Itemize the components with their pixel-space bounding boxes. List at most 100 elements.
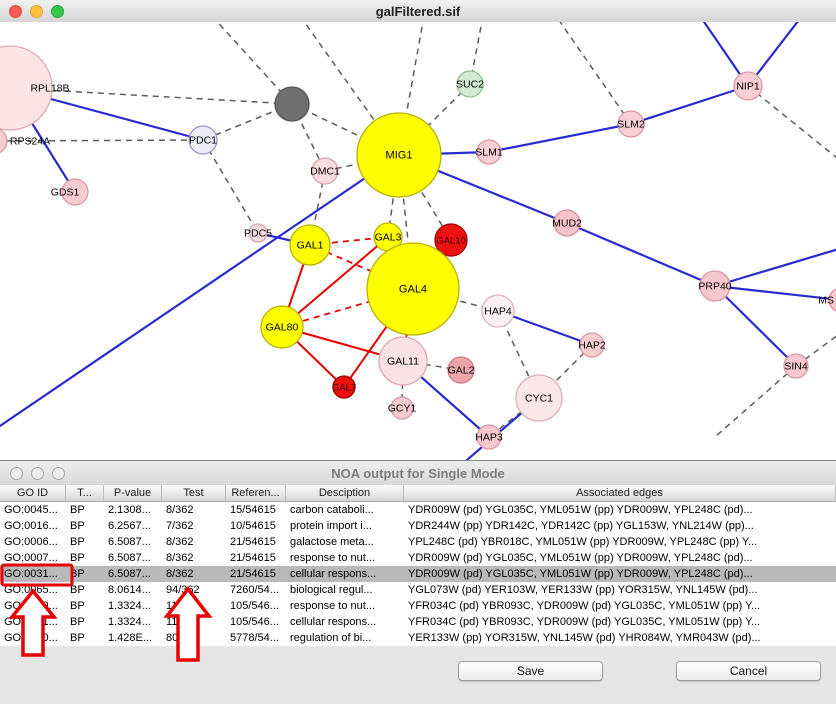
node-label-hap2: HAP2 <box>578 340 606 352</box>
network-edge[interactable] <box>488 122 632 154</box>
node-hap4[interactable] <box>481 294 515 328</box>
network-edge[interactable] <box>556 22 632 125</box>
node-rpl18b[interactable] <box>0 45 53 131</box>
network-edge[interactable] <box>202 139 259 234</box>
column-header-4[interactable]: Referen... <box>226 485 286 501</box>
node-label-nip1: NIP1 <box>736 81 760 93</box>
node-gal7[interactable] <box>332 375 356 399</box>
node-suc2[interactable] <box>456 70 484 98</box>
node-label-gal4: GAL4 <box>399 284 427 296</box>
network-edge[interactable] <box>714 284 836 301</box>
node-prp40[interactable] <box>699 270 731 302</box>
network-edge[interactable] <box>291 103 400 156</box>
node-gcy1[interactable] <box>390 396 414 420</box>
zoom-button[interactable] <box>51 5 64 18</box>
node-gds1[interactable] <box>61 178 89 206</box>
node-gal4[interactable] <box>366 242 460 336</box>
cell-test: 11/362 <box>166 600 199 612</box>
network-edge[interactable] <box>714 248 836 288</box>
node-label-gal10: GAL10 <box>436 236 466 247</box>
cell-p_value: 1.428E... <box>108 632 153 644</box>
column-header-0[interactable]: GO ID <box>0 485 66 501</box>
network-edge[interactable] <box>0 139 204 142</box>
node-cyc1[interactable] <box>515 374 563 422</box>
cell-description: carbon cataboli... <box>290 504 374 516</box>
network-edge[interactable] <box>715 365 797 437</box>
noa-window-titlebar[interactable]: NOA output for Single Mode <box>0 461 836 486</box>
cell-type: BP <box>70 632 85 644</box>
node-label-dmc1: DMC1 <box>310 166 340 178</box>
network-edge[interactable] <box>714 285 797 367</box>
node-pdc5[interactable] <box>248 223 268 243</box>
save-button[interactable]: Save <box>458 661 603 681</box>
network-edge[interactable] <box>0 154 400 430</box>
node-hap3[interactable] <box>476 424 502 450</box>
network-edge[interactable] <box>795 332 836 367</box>
column-header-6[interactable]: Associated edges <box>404 485 836 501</box>
column-header-3[interactable]: Test <box>162 485 226 501</box>
network-edge[interactable] <box>9 87 293 105</box>
node-nip1[interactable] <box>733 71 763 101</box>
node-slm2[interactable] <box>617 110 645 138</box>
node-dark[interactable] <box>274 86 310 122</box>
network-window-titlebar[interactable]: galFiltered.sif <box>0 0 836 23</box>
node-gal10[interactable] <box>434 223 468 257</box>
network-edge[interactable] <box>497 309 593 347</box>
network-edge[interactable] <box>398 22 424 156</box>
node-mud2[interactable] <box>553 209 581 237</box>
node-pdc1[interactable] <box>188 125 218 155</box>
column-header-1[interactable]: T... <box>66 485 104 501</box>
node-dmc1[interactable] <box>311 157 339 185</box>
cell-description: regulation of bi... <box>290 632 372 644</box>
node-ms[interactable] <box>828 288 836 312</box>
node-slm1[interactable] <box>476 139 502 165</box>
network-edge[interactable] <box>747 85 836 162</box>
node-gal80[interactable] <box>260 305 304 349</box>
cell-test: 8/362 <box>166 536 194 548</box>
cell-type: BP <box>70 600 85 612</box>
network-edge[interactable] <box>398 83 471 156</box>
cell-p_value: 2.1308... <box>108 504 151 516</box>
cell-edges: YDR244W (pp) YDR142C, YDR142C (pp) YGL15… <box>408 520 754 532</box>
network-edge[interactable] <box>212 22 293 105</box>
cell-type: BP <box>70 520 85 532</box>
node-mig1[interactable] <box>356 112 442 198</box>
node-label-gal1: GAL1 <box>297 240 324 252</box>
close-button[interactable] <box>10 467 23 480</box>
node-hap2[interactable] <box>579 332 605 358</box>
close-button[interactable] <box>9 5 22 18</box>
network-edge[interactable] <box>747 22 802 87</box>
network-edge[interactable] <box>566 221 716 288</box>
network-svg[interactable]: RPL18BRPS24AGDS1PDC1MIG1SUC2SLM1SLM2NIP1… <box>0 22 836 460</box>
minimize-button[interactable] <box>30 5 43 18</box>
node-label-hap3: HAP3 <box>475 432 503 444</box>
minimize-button[interactable] <box>31 467 44 480</box>
column-header-5[interactable]: Desciption <box>286 485 404 501</box>
node-sin4[interactable] <box>783 353 809 379</box>
column-header-2[interactable]: P-value <box>104 485 162 501</box>
network-edge[interactable] <box>281 236 389 328</box>
cell-reference: 105/546... <box>230 600 279 612</box>
network-edge[interactable] <box>630 84 749 126</box>
node-rps24a[interactable] <box>0 128 8 154</box>
cancel-button[interactable]: Cancel <box>676 661 821 681</box>
node-gal1[interactable] <box>289 224 331 266</box>
zoom-button[interactable] <box>52 467 65 480</box>
node-gal2[interactable] <box>447 356 475 384</box>
node-label-gal2: GAL2 <box>448 365 475 377</box>
node-label-gal11: GAL11 <box>387 356 419 368</box>
node-gal11[interactable] <box>378 336 428 386</box>
cell-edges: YFR034C (pd) YBR093C, YDR009W (pd) YGL03… <box>408 616 761 628</box>
cell-description: cellular respons... <box>290 616 377 628</box>
cell-edges: YFR034C (pd) YBR093C, YDR009W (pd) YGL03… <box>408 600 761 612</box>
